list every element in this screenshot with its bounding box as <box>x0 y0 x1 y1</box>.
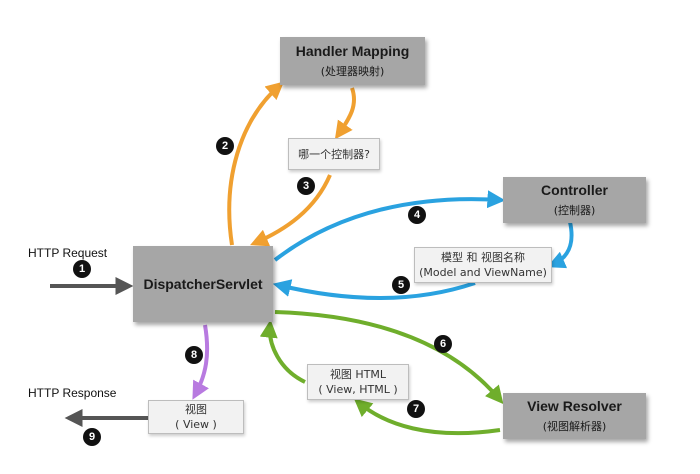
view-line1: 视图 <box>185 403 207 416</box>
step-1-badge: 1 <box>73 260 91 278</box>
arrow-hm-note <box>334 87 357 140</box>
step-9-badge: 9 <box>83 428 101 446</box>
handler-mapping-title: Handler Mapping <box>295 43 410 59</box>
dispatcher-servlet-box: DispatcherServlet <box>133 246 273 322</box>
view-line2: ( View ) <box>175 418 217 431</box>
view-html-line1: 视图 HTML <box>329 368 387 381</box>
controller-box: Controller (控制器) <box>503 177 646 223</box>
arrow-ctrl-note <box>547 221 574 269</box>
view-resolver-subtitle: (视图解析器) <box>542 420 607 433</box>
which-controller-note: 哪一个控制器? <box>288 138 380 170</box>
http-response-label: HTTP Response <box>28 386 117 400</box>
dispatcher-servlet-title: DispatcherServlet <box>143 276 263 292</box>
handler-mapping-box: Handler Mapping (处理器映射) <box>280 37 425 85</box>
model-line2: (Model and ViewName) <box>419 266 547 279</box>
step-4-badge: 4 <box>408 206 426 224</box>
arrow-7 <box>353 398 501 436</box>
view-resolver-box: View Resolver (视图解析器) <box>503 393 646 439</box>
arrow-2 <box>227 81 285 246</box>
arrow-note-dispatcher <box>259 319 306 384</box>
step-2-badge: 2 <box>216 137 234 155</box>
arrow-5 <box>272 279 476 300</box>
view-html-note: 视图 HTML ( View, HTML ) <box>307 364 409 400</box>
controller-title: Controller <box>541 182 608 198</box>
arrow-4 <box>273 190 506 262</box>
http-request-label: HTTP Request <box>28 246 108 260</box>
view-resolver-title: View Resolver <box>527 398 622 414</box>
arrow-8 <box>192 324 210 400</box>
controller-subtitle: (控制器) <box>553 204 596 217</box>
arrow-6 <box>274 310 504 405</box>
arrow-3 <box>250 174 332 247</box>
view-html-line2: ( View, HTML ) <box>318 383 398 396</box>
which-controller-text: 哪一个控制器? <box>298 147 370 161</box>
model-line1: 模型 和 视图名称 <box>441 251 525 264</box>
step-8-badge: 8 <box>185 346 203 364</box>
handler-mapping-subtitle: (处理器映射) <box>320 65 385 78</box>
model-viewname-note: 模型 和 视图名称 (Model and ViewName) <box>414 247 552 283</box>
step-6-badge: 6 <box>434 335 452 353</box>
step-7-badge: 7 <box>407 400 425 418</box>
step-3-badge: 3 <box>297 177 315 195</box>
view-note: 视图 ( View ) <box>148 400 244 434</box>
step-5-badge: 5 <box>392 276 410 294</box>
